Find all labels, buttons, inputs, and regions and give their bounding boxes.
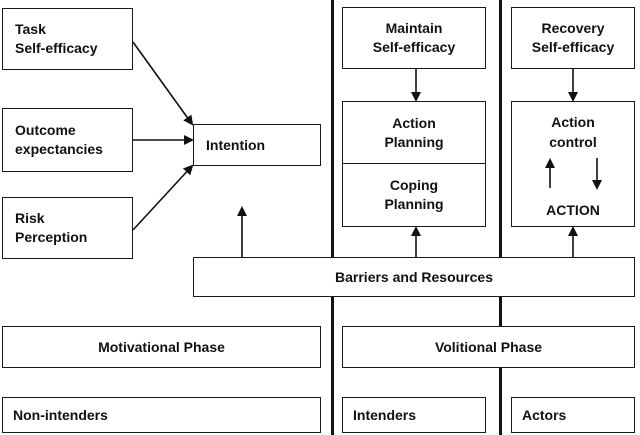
action-planning-section: Action Planning [343,102,485,164]
maintain-self-efficacy-box: Maintain Self-efficacy [342,7,486,69]
coping-planning-label-2: Planning [384,196,444,212]
action-planning-label-2: Planning [384,133,444,150]
risk-label: Risk [15,210,45,227]
intenders-bar: Intenders [342,397,486,433]
intention-label: Intention [206,136,266,153]
planning-box: Action Planning Coping Planning [342,101,486,227]
expectancies-label: expectancies [15,141,103,157]
action-control-text: Action control [512,112,634,153]
arrow-task-to-intention [132,41,194,126]
outcome-label: Outcome [15,122,76,139]
motivational-phase-label: Motivational Phase [98,338,225,355]
intenders-label: Intenders [353,406,417,423]
non-intenders-label: Non-intenders [13,406,108,423]
maintain-self-efficacy-label: Self-efficacy [372,39,456,55]
action-control-label-1: Action [551,114,595,130]
recovery-self-efficacy-label: Self-efficacy [531,39,615,55]
risk-perception-box: Risk Perception [2,197,133,259]
action-planning-label-1: Action [392,114,436,131]
task-label: Task [15,21,46,38]
volitional-phase-label: Volitional Phase [434,338,543,355]
coping-planning-label-1: Coping [389,177,439,194]
non-intenders-bar: Non-intenders [2,397,321,433]
actors-label: Actors [522,406,567,423]
barriers-resources-label: Barriers and Resources [335,268,493,285]
recovery-self-efficacy-box: Recovery Self-efficacy [511,7,635,69]
intention-box: Intention [193,124,321,166]
arrow-risk-to-intention [132,164,194,231]
perception-label: Perception [15,229,88,245]
action-label: ACTION [546,202,600,218]
divider-motivational-volitional [331,0,334,435]
motivational-phase-bar: Motivational Phase [2,326,321,368]
volitional-phase-bar: Volitional Phase [342,326,635,368]
actors-bar: Actors [511,397,635,433]
barriers-resources-box: Barriers and Resources [193,257,635,297]
outcome-expectancies-box: Outcome expectancies [2,108,133,172]
recovery-label: Recovery [541,20,605,37]
divider-intenders-actors [499,0,502,435]
coping-planning-section: Coping Planning [343,164,485,226]
task-self-efficacy-box: Task Self-efficacy [2,8,133,70]
self-efficacy-label: Self-efficacy [15,40,98,56]
maintain-label: Maintain [385,20,443,37]
action-control-label-2: control [549,134,597,151]
